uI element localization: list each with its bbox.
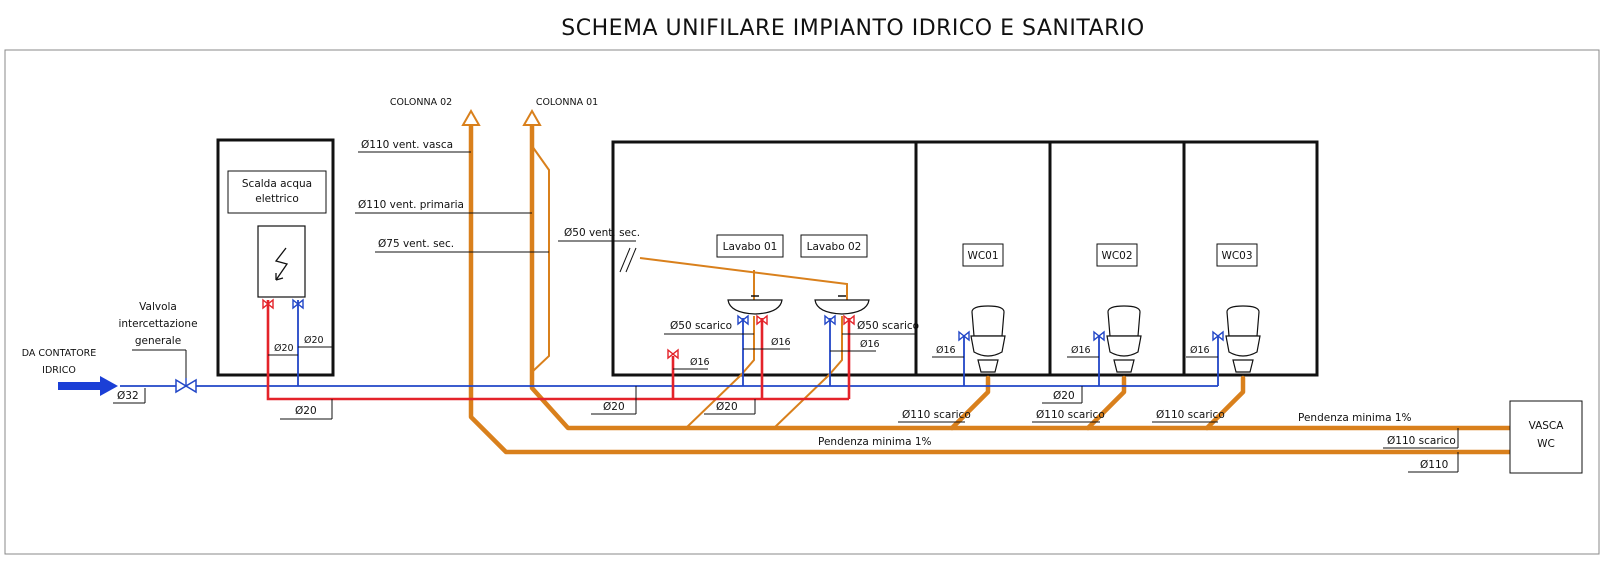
- colonna-02-vent-cap-icon: [461, 108, 481, 126]
- heater-room-wall: [216, 138, 335, 377]
- lavabo02-basin: [814, 295, 870, 315]
- shutoff-valve-icon[interactable]: [175, 378, 197, 394]
- drawing-frame: [4, 49, 1600, 555]
- lav02-d16: Ø16: [860, 339, 880, 350]
- scarico-50-a-label: Ø50 scarico: [670, 320, 732, 332]
- heater-cold-d20: Ø20: [304, 335, 324, 346]
- cold-main-d20-a: Ø20: [603, 401, 625, 413]
- vasca-wc-box: [1509, 400, 1583, 474]
- valve-label-line2: intercettazione: [118, 318, 197, 330]
- secondary-vent-50: [639, 257, 848, 300]
- scarico-110-a-label: Ø110 scarico: [902, 409, 971, 421]
- cold-wc-d20: Ø20: [1053, 390, 1075, 402]
- scarico-110-b-label: Ø110 scarico: [1036, 409, 1105, 421]
- vent-break-mark-2: [625, 247, 637, 273]
- wc01-label-box: [962, 243, 1004, 267]
- vent-vasca-label: Ø110 vent. vasca: [361, 139, 453, 151]
- valve-label-line1: Valvola: [139, 301, 177, 313]
- wc02-toilet: [1106, 305, 1142, 373]
- colonna-02-pipe: [468, 122, 1513, 455]
- inlet-diameter-label: Ø32: [117, 390, 139, 402]
- hot-riser-d16: Ø16: [690, 357, 710, 368]
- cold-main-d20-b: Ø20: [716, 401, 738, 413]
- lavabo01-label-box: [716, 234, 784, 258]
- lavabo01-drain: [685, 316, 755, 429]
- colonna-02-label: COLONNA 02: [390, 97, 452, 108]
- wc03-drain: [1204, 375, 1246, 431]
- vent-sec-50-label: Ø50 vent. sec.: [564, 227, 640, 239]
- inlet-arrow-icon: [100, 376, 118, 396]
- wc03-label-box: [1216, 243, 1258, 267]
- wc01-toilet: [970, 305, 1006, 373]
- heater-label-line1: Scalda acqua: [242, 178, 312, 190]
- wc02-label: WC02: [1101, 250, 1132, 262]
- lavabo02-drain: [773, 316, 843, 429]
- vasca-label-line2: WC: [1537, 438, 1555, 450]
- heater-label-box: [227, 170, 327, 214]
- secondary-vent-75: [531, 145, 550, 373]
- scarico-110-vasca-label: Ø110 scarico: [1387, 435, 1456, 447]
- vent-sec-75-label: Ø75 vent. sec.: [378, 238, 454, 250]
- valve-label-line3: generale: [135, 335, 181, 347]
- water-heater-unit: [257, 225, 306, 298]
- hot-water-main: [266, 300, 849, 401]
- lavabo02-label-box: [800, 234, 868, 258]
- pendenza-label-1: Pendenza minima 1%: [1298, 412, 1412, 424]
- vasca-label-line1: VASCA: [1529, 420, 1565, 432]
- diagram-title: SCHEMA UNIFILARE IMPIANTO IDRICO E SANIT…: [561, 16, 1144, 41]
- tap-icon: [262, 298, 1224, 360]
- scarico-110-c-label: Ø110 scarico: [1156, 409, 1225, 421]
- hot-main-d20: Ø20: [295, 405, 317, 417]
- vent-break-mark-1: [619, 247, 631, 273]
- wc01-drain: [949, 375, 991, 431]
- wc02-label-box: [1096, 243, 1138, 267]
- inlet-label-line1: DA CONTATORE: [22, 348, 97, 359]
- lav01-d16: Ø16: [771, 337, 791, 348]
- vent-primaria-label: Ø110 vent. primaria: [358, 199, 464, 211]
- wc01-d16: Ø16: [936, 345, 956, 356]
- heater-label-line2: elettrico: [255, 193, 299, 205]
- colonna-01-pipe: [529, 122, 1513, 431]
- lightning-icon: [274, 247, 289, 281]
- colonna-01-label: COLONNA 01: [536, 97, 598, 108]
- wc03-toilet: [1225, 305, 1261, 373]
- lavabo01-label: Lavabo 01: [723, 241, 778, 253]
- wc03-label: WC03: [1221, 250, 1252, 262]
- wc01-label: WC01: [967, 250, 998, 262]
- d110-vasca-label: Ø110: [1420, 459, 1448, 471]
- wc02-d16: Ø16: [1071, 345, 1091, 356]
- pendenza-label-2: Pendenza minima 1%: [818, 436, 932, 448]
- wc03-d16: Ø16: [1190, 345, 1210, 356]
- scarico-50-b-label: Ø50 scarico: [857, 320, 919, 332]
- bathroom-block-wall: [611, 140, 1319, 377]
- lavabo01-basin: [727, 295, 783, 315]
- wc02-drain: [1085, 375, 1127, 431]
- colonna-01-vent-cap-icon: [522, 108, 542, 126]
- heater-hot-d20: Ø20: [274, 343, 294, 354]
- lavabo02-label: Lavabo 02: [807, 241, 862, 253]
- inlet-label-line2: IDRICO: [42, 365, 76, 376]
